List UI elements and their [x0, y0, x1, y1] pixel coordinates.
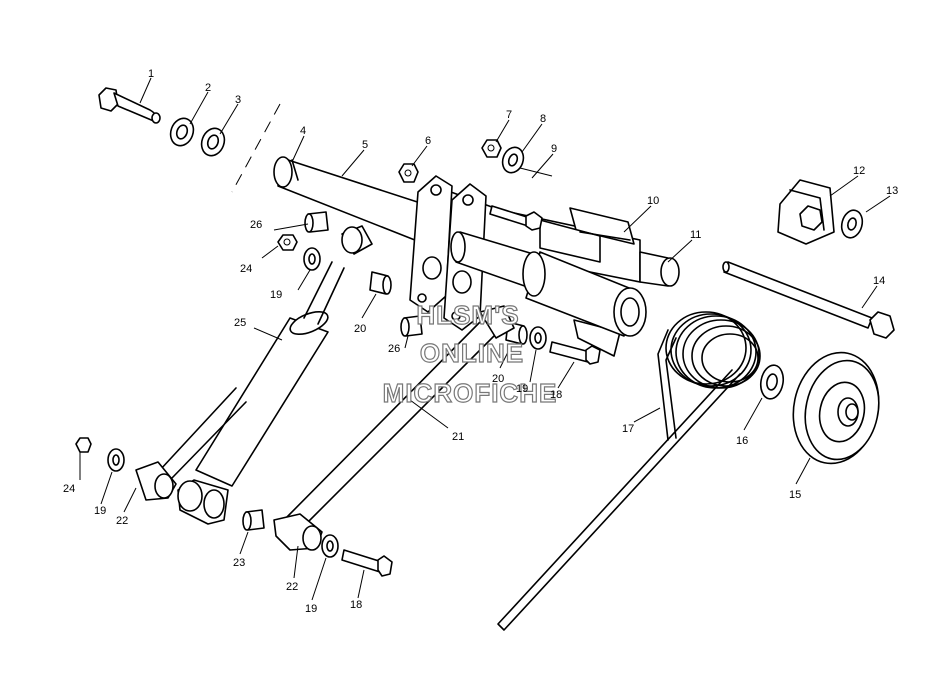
nut-part [75, 437, 92, 453]
bolt-part [549, 341, 601, 365]
callout-5: 5 [362, 139, 368, 151]
washer-part [107, 448, 125, 472]
bolt-part [489, 205, 543, 231]
link-rod-part [273, 305, 515, 551]
callout-1: 1 [148, 68, 154, 80]
nut-part [398, 163, 419, 183]
callout-labels: 1 2 3 4 5 6 7 8 9 10 11 12 13 14 15 16 1… [63, 68, 898, 615]
callout-26a: 26 [250, 219, 262, 231]
callout-19b: 19 [516, 383, 528, 395]
watermark: HLSM'S ONLINE MICROFICHE [382, 299, 558, 408]
long-bolt-part [722, 261, 895, 339]
idler-wheel-part [792, 351, 880, 465]
watermark-line-1: HLSM'S [416, 300, 519, 330]
callout-20b: 20 [492, 373, 504, 385]
nut-part [277, 234, 298, 251]
washer-part [840, 209, 864, 239]
nut-part [481, 139, 502, 158]
bushing-part [400, 315, 423, 337]
callout-14: 14 [873, 275, 885, 287]
callout-25: 25 [234, 317, 246, 329]
callout-24b: 24 [63, 483, 75, 495]
spacer-part [369, 271, 392, 295]
callout-19d: 19 [305, 603, 317, 615]
callout-19a: 19 [270, 289, 282, 301]
callout-12: 12 [853, 165, 865, 177]
callout-8: 8 [540, 113, 546, 125]
watermark-line-3: MICROFICHE [383, 378, 558, 408]
side-plate-part [409, 175, 453, 313]
callout-26b: 26 [388, 343, 400, 355]
callout-16: 16 [736, 435, 748, 447]
slider-block-part [777, 179, 835, 245]
callout-24a: 24 [240, 263, 252, 275]
callout-18b: 18 [350, 599, 362, 611]
washer-part [169, 117, 195, 147]
washer-part [529, 326, 547, 350]
callout-2: 2 [205, 82, 211, 94]
washer-part [501, 146, 525, 174]
callout-22a: 22 [116, 515, 128, 527]
leader-lines [79, 77, 891, 601]
callout-9: 9 [551, 143, 557, 155]
callout-18a: 18 [550, 389, 562, 401]
washer-part [303, 247, 321, 271]
main-tube-part [522, 251, 647, 337]
callout-19c: 19 [94, 505, 106, 517]
bolt-part [98, 87, 161, 124]
callout-3: 3 [235, 94, 241, 106]
callout-10: 10 [647, 195, 659, 207]
torsion-spring-part [497, 311, 761, 631]
callout-11: 11 [690, 229, 701, 241]
callout-6: 6 [425, 135, 431, 147]
callout-21: 21 [452, 431, 464, 443]
spacer-tube-part [450, 231, 541, 291]
lower-arm-part [159, 387, 247, 479]
bushing-part [304, 211, 329, 233]
bolt-part [341, 549, 393, 577]
shock-absorber-part [177, 225, 373, 525]
callout-7: 7 [506, 109, 512, 121]
washer-part [321, 534, 339, 558]
washer-part [759, 364, 785, 400]
watermark-line-2: ONLINE [420, 338, 524, 368]
callout-17: 17 [622, 423, 634, 435]
washer-part [200, 127, 226, 157]
pivot-arm-end-part [135, 461, 177, 501]
bushing-part [242, 509, 265, 531]
shaft-end-part [639, 251, 680, 287]
callout-15: 15 [789, 489, 801, 501]
callout-13: 13 [886, 185, 898, 197]
callout-20a: 20 [354, 323, 366, 335]
callout-4: 4 [300, 125, 306, 137]
callout-23: 23 [233, 557, 245, 569]
callout-22b: 22 [286, 581, 298, 593]
